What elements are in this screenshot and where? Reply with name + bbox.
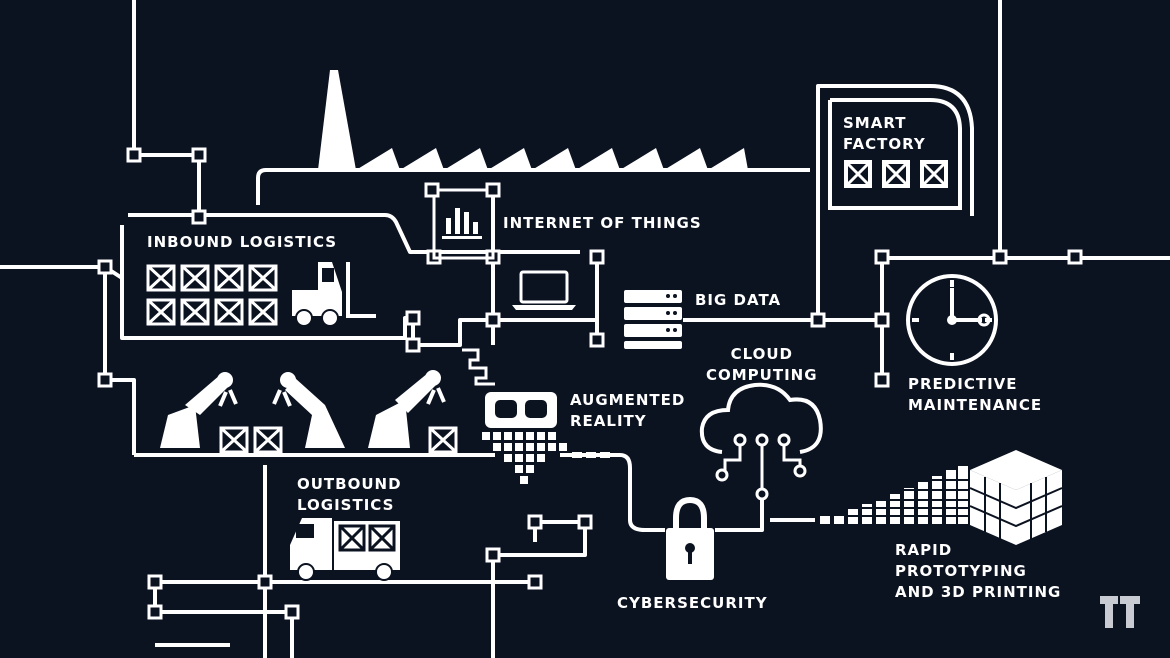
label-line: INTERNET OF THINGS bbox=[503, 214, 702, 232]
label-predictive-maintenance: PREDICTIVE MAINTENANCE bbox=[908, 374, 1042, 416]
delivery-truck-icon bbox=[290, 518, 400, 581]
padlock-icon bbox=[666, 496, 714, 580]
smart-factory-icon bbox=[828, 84, 974, 216]
label-internet-of-things: INTERNET OF THINGS bbox=[503, 213, 702, 234]
label-line: CYBERSECURITY bbox=[617, 594, 768, 612]
clock-icon bbox=[906, 274, 998, 366]
label-line: BIG DATA bbox=[695, 291, 782, 309]
forklift-icon bbox=[292, 262, 376, 327]
laptop-icon bbox=[512, 270, 576, 310]
label-line: REALITY bbox=[570, 412, 647, 430]
label-line: COMPUTING bbox=[706, 366, 818, 384]
label-smart-factory: SMART FACTORY bbox=[843, 113, 926, 155]
assembly-crates bbox=[219, 426, 458, 454]
label-line: PROTOTYPING bbox=[895, 562, 1027, 580]
label-inbound-logistics: INBOUND LOGISTICS bbox=[147, 232, 337, 253]
label-line: CLOUD bbox=[730, 345, 793, 363]
vr-headset-icon bbox=[462, 348, 610, 484]
label-line: AND 3D PRINTING bbox=[895, 583, 1062, 601]
label-line: FACTORY bbox=[843, 135, 926, 153]
label-outbound-logistics: OUTBOUND LOGISTICS bbox=[297, 474, 402, 516]
label-line: PREDICTIVE bbox=[908, 375, 1018, 393]
label-big-data: BIG DATA bbox=[695, 290, 781, 311]
label-cloud-computing: CLOUD COMPUTING bbox=[706, 344, 818, 386]
label-augmented-reality: AUGMENTED REALITY bbox=[570, 390, 685, 432]
label-line: RAPID bbox=[895, 541, 953, 559]
label-line: INBOUND LOGISTICS bbox=[147, 233, 338, 251]
brand-logo-icon bbox=[1100, 596, 1140, 628]
cube-3d-icon bbox=[820, 450, 1063, 545]
cloud-icon bbox=[699, 382, 823, 501]
crate-icon bbox=[146, 264, 278, 326]
label-line: OUTBOUND bbox=[297, 475, 402, 493]
server-icon bbox=[624, 290, 682, 349]
factory-icon bbox=[318, 70, 748, 170]
iot-chart-icon bbox=[424, 182, 501, 260]
junction-nodes bbox=[97, 147, 1083, 620]
label-line: AUGMENTED bbox=[570, 391, 686, 409]
robot-arm-icon bbox=[160, 370, 446, 448]
label-rapid-prototyping: RAPID PROTOTYPING AND 3D PRINTING bbox=[895, 540, 1061, 603]
label-cybersecurity: CYBERSECURITY bbox=[617, 593, 768, 614]
label-line: MAINTENANCE bbox=[908, 396, 1043, 414]
label-line: LOGISTICS bbox=[297, 496, 395, 514]
label-line: SMART bbox=[843, 114, 907, 132]
